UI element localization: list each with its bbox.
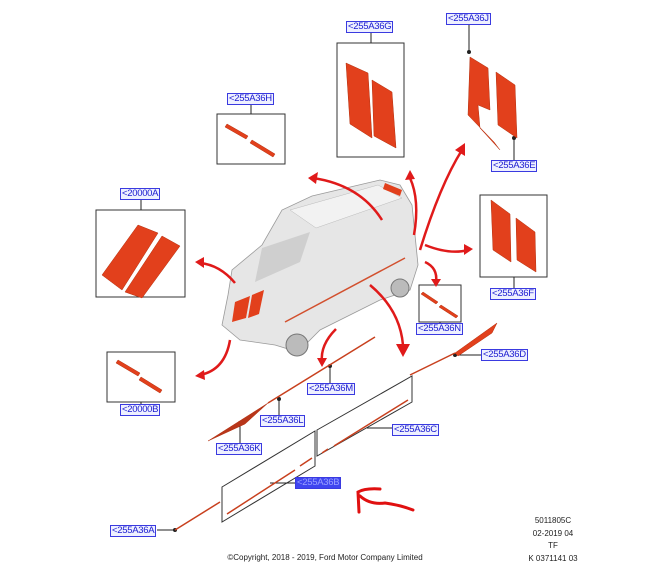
callout-255a36j[interactable]: <255A36J xyxy=(446,13,491,25)
decal-k xyxy=(207,402,269,442)
callout-255a36e[interactable]: <255A36E xyxy=(491,160,538,172)
decal-g-left xyxy=(345,62,373,139)
decal-d xyxy=(454,322,498,357)
hand-drawn-arrow-annotation xyxy=(356,487,415,514)
callout-255a36d[interactable]: <255A36D xyxy=(481,349,528,361)
callout-255a36m[interactable]: <255A36M xyxy=(307,383,355,395)
illustration-date: 02-2019 04 xyxy=(532,528,574,538)
illustration-number: 5011805C xyxy=(534,516,572,525)
callout-255a36c[interactable]: <255A36C xyxy=(392,424,439,436)
callout-255a36h[interactable]: <255A36H xyxy=(227,93,274,105)
inset-box-c xyxy=(316,375,413,457)
inset-box-b xyxy=(221,430,316,523)
callout-20000a[interactable]: <20000A xyxy=(120,188,161,200)
callout-255a36k[interactable]: <255A36K xyxy=(216,443,263,455)
decal-j-left xyxy=(467,56,501,151)
decal-g-right xyxy=(371,79,397,149)
callout-255a36n[interactable]: <255A36N xyxy=(416,323,463,335)
decal-20000a-right xyxy=(124,235,181,299)
callout-255a36a[interactable]: <255A36A xyxy=(110,525,157,537)
callout-255a36l[interactable]: <255A36L xyxy=(260,415,306,427)
callout-255a36f[interactable]: <255A36F xyxy=(490,288,536,300)
callout-255a36b-selected[interactable]: <255A36B xyxy=(295,477,342,489)
illustration-code: TF xyxy=(548,541,558,550)
callout-20000b[interactable]: <20000B xyxy=(120,404,161,416)
decal-20000a-left xyxy=(101,224,159,291)
inset-box-f xyxy=(479,194,548,278)
decal-j-right xyxy=(495,71,518,139)
decal-f-left xyxy=(490,199,512,263)
van-illustration xyxy=(221,179,419,357)
decal-f-right xyxy=(515,217,537,273)
inset-box-h xyxy=(216,113,286,165)
callout-255a36g[interactable]: <255A36G xyxy=(346,21,394,33)
illustration-ref: K 0371141 03 xyxy=(528,553,578,563)
copyright-text: ©Copyright, 2018 - 2019, Ford Motor Comp… xyxy=(227,553,423,562)
